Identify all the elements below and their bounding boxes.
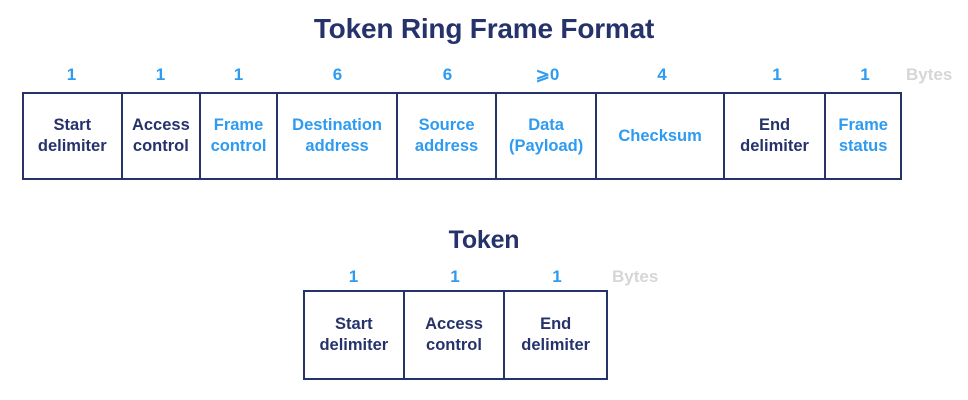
token-field-table: Start delimiter Access control End delimiter	[303, 290, 608, 380]
token-field-label-line2-2: delimiter	[521, 336, 591, 354]
frame-field-7: End delimiter	[725, 94, 827, 178]
frame-format-title: Token Ring Frame Format	[313, 13, 655, 44]
frame-field-size-8: 1	[860, 65, 870, 84]
frame-field-label-line1-4: Source	[418, 116, 475, 134]
frame-field-label-line1-6: Checksum	[618, 126, 702, 145]
frame-field-size-3: 6	[332, 65, 343, 84]
frame-field-5: Data (Payload)	[497, 94, 598, 178]
frame-field-size-1: 1	[155, 65, 166, 84]
token-field-0: Start delimiter	[305, 292, 405, 378]
token-bytes-unit-label: Bytes	[612, 267, 659, 286]
frame-field-label-line1-5: Data	[528, 116, 564, 134]
frame-field-label-line2-3: address	[305, 137, 369, 155]
frame-field-size-6: 4	[657, 65, 667, 84]
frame-field-4: Source address	[398, 94, 497, 178]
token-field-size-2: 1	[552, 267, 562, 286]
frame-field-2: Frame control	[201, 94, 278, 178]
frame-field-size-0: 1	[66, 65, 77, 84]
frame-field-size-5: ⩾0	[535, 65, 560, 84]
frame-field-8: Frame status	[826, 94, 900, 178]
token-field-size-1: 1	[450, 267, 460, 286]
token-field-label-line1-0: Start	[335, 315, 373, 333]
frame-field-label-line2-0: delimiter	[37, 137, 107, 155]
frame-field-0: Start delimiter	[24, 94, 123, 178]
token-field-label-line1-2: End	[540, 315, 572, 333]
frame-field-1: Access control	[123, 94, 202, 178]
frame-field-label-line1-3: Destination	[292, 116, 382, 134]
token-field-1: Access control	[405, 292, 506, 378]
frame-field-label-line2-8: status	[838, 137, 888, 155]
frame-field-label-line1-1: Access	[131, 116, 190, 134]
frame-field-size-4: 6	[442, 65, 453, 84]
frame-field-label-line2-1: control	[132, 137, 189, 155]
frame-field-label-line2-5: (Payload)	[508, 137, 584, 155]
frame-field-size-7: 1	[772, 65, 782, 84]
frame-field-label-line1-0: Start	[53, 116, 92, 134]
token-field-2: End delimiter	[505, 292, 606, 378]
frame-field-6: Checksum	[597, 94, 725, 178]
token-field-label-line2-1: control	[426, 336, 482, 354]
frame-field-label-line2-4: address	[414, 137, 479, 155]
frame-field-3: Destination address	[278, 94, 399, 178]
frame-size-row: 1 1 1 6 6 ⩾0 4 1 1	[22, 62, 902, 88]
frame-field-label-line2-7: delimiter	[740, 137, 809, 155]
token-field-size-0: 1	[348, 267, 359, 286]
frame-field-label-line1-2: Frame	[213, 116, 264, 134]
frame-field-table: Start delimiter Access control Frame control D…	[22, 92, 902, 180]
frame-field-label-line1-8: Frame	[838, 116, 888, 134]
frame-field-size-2: 1	[233, 65, 244, 84]
token-field-label-line2-0: delimiter	[319, 336, 389, 354]
frame-field-label-line2-2: control	[210, 137, 267, 155]
frame-field-label-line1-7: End	[758, 116, 791, 134]
token-title: Token	[448, 226, 520, 254]
frame-bytes-unit-label: Bytes	[906, 65, 953, 84]
token-field-label-line1-1: Access	[425, 315, 483, 333]
token-size-row: 1 1 1	[303, 264, 608, 290]
